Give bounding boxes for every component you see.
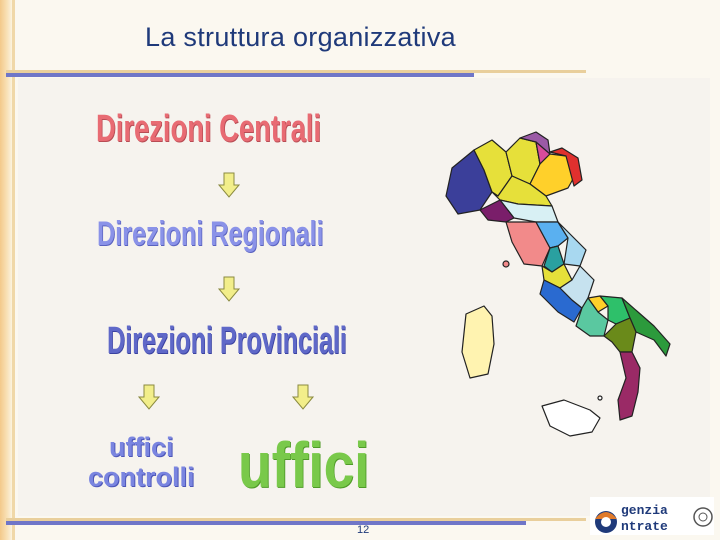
map-region	[461, 305, 495, 379]
map-region	[603, 317, 637, 353]
down-arrow-icon	[138, 384, 160, 410]
title-rule-tan	[6, 70, 586, 73]
logo-line2: ntrate	[621, 519, 668, 534]
down-arrow-icon	[218, 172, 240, 198]
slide-left-border-line	[12, 0, 15, 540]
map-region	[502, 260, 510, 268]
footer-rule-blue	[6, 521, 526, 525]
level-direzioni-regionali: Direzioni Regionali	[97, 215, 324, 253]
agenzia-entrate-logo: genzia ntrate	[590, 497, 714, 535]
level-uffici: uffici	[238, 429, 370, 501]
page-number: 12	[357, 524, 370, 536]
level-direzioni-provinciali: Direzioni Provinciali	[107, 320, 347, 362]
map-region	[541, 399, 601, 437]
uffici-controlli-line2: controlli	[88, 462, 195, 492]
slide-left-border	[0, 0, 12, 540]
footer-rule-tan	[6, 518, 586, 521]
map-region	[549, 147, 583, 187]
level-uffici-controlli: uffici controlli	[88, 432, 195, 492]
map-region	[617, 351, 641, 421]
level-direzioni-centrali: Direzioni Centrali	[96, 108, 321, 150]
down-arrow-icon	[218, 276, 240, 302]
logo-line1: genzia	[621, 503, 668, 518]
uffici-controlli-line1: uffici	[109, 432, 174, 462]
title-rule-blue	[6, 73, 474, 77]
slide-title: La struttura organizzativa	[145, 22, 456, 52]
down-arrow-icon	[292, 384, 314, 410]
map-region	[479, 199, 515, 223]
map-region	[575, 297, 609, 337]
map-region	[535, 221, 569, 249]
italy-regions-map	[445, 131, 671, 437]
map-region	[597, 395, 603, 401]
